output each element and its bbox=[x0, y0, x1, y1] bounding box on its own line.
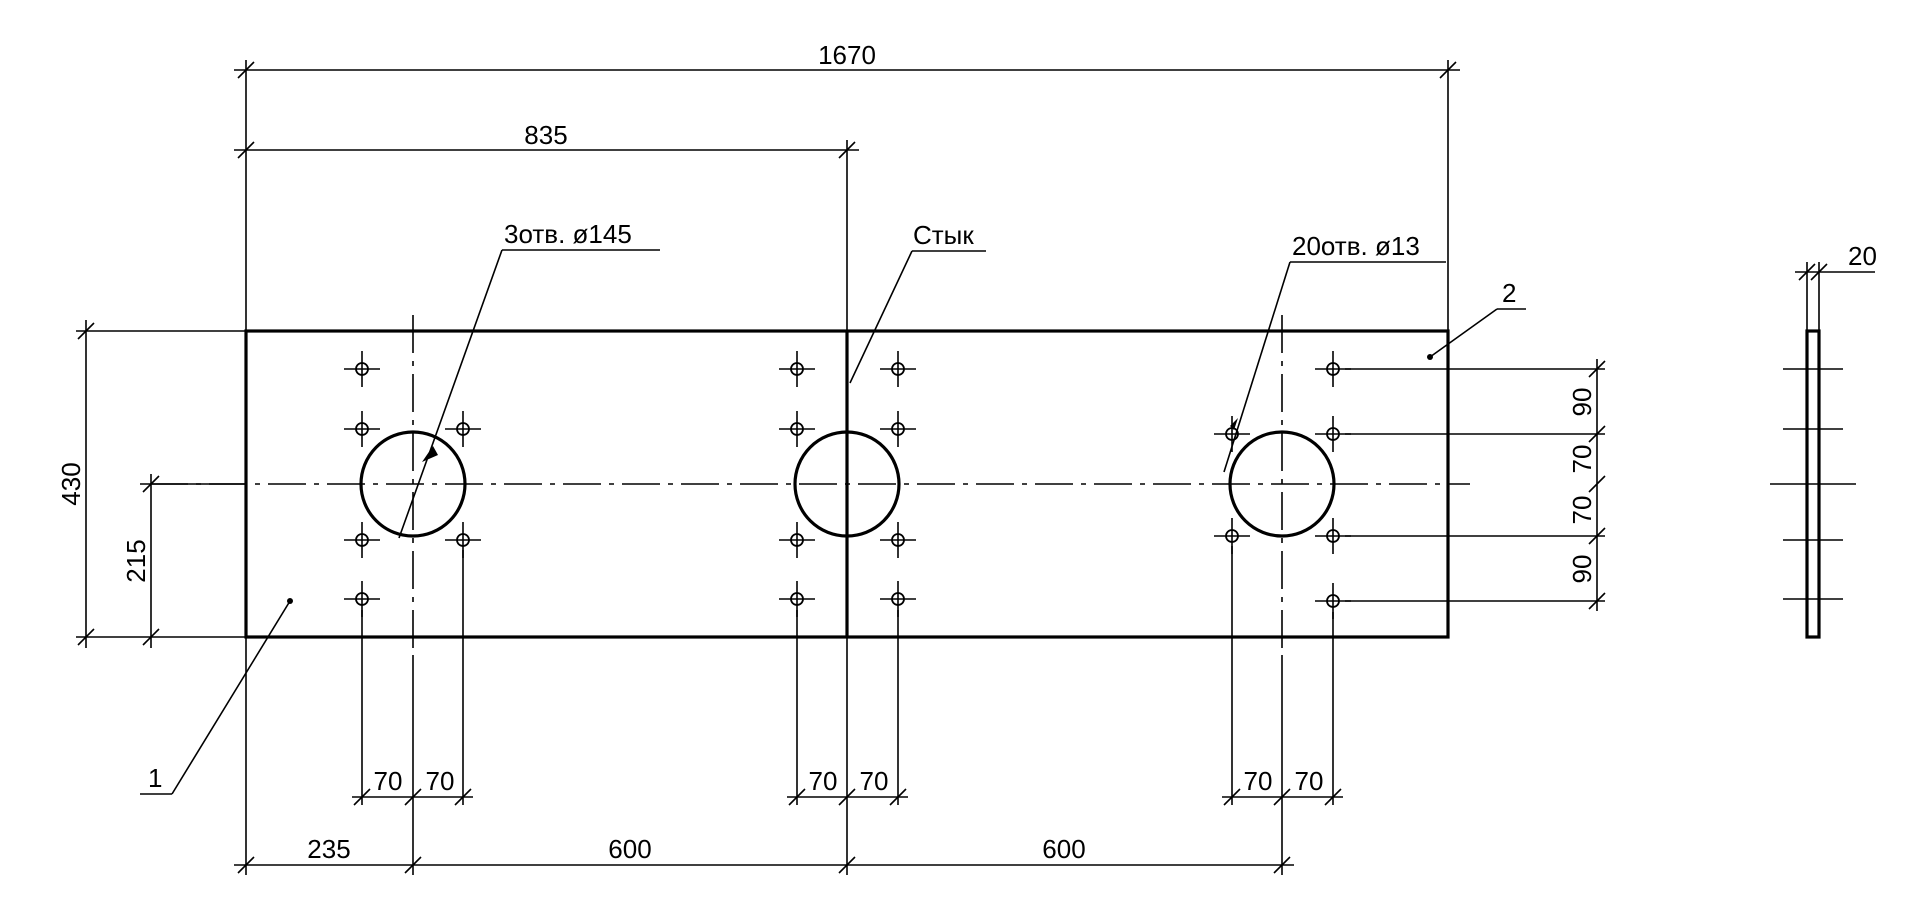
dim-half-height: 215 bbox=[121, 539, 151, 582]
dim-center-spacing-left: 600 bbox=[608, 834, 651, 864]
dim-vert-outer: 90 bbox=[1567, 388, 1597, 417]
dim-overall-length: 1670 bbox=[818, 40, 876, 70]
dim-height: 430 bbox=[56, 462, 86, 505]
arrowhead bbox=[422, 446, 438, 462]
dim-half-length: 835 bbox=[524, 120, 567, 150]
large-hole-2 bbox=[793, 430, 901, 538]
dim-bolt-offset: 70 bbox=[374, 766, 403, 796]
dim-bolt-offset: 70 bbox=[426, 766, 455, 796]
large-hole-3 bbox=[1228, 430, 1336, 538]
large-holes bbox=[359, 430, 1336, 538]
dim-bolt-offset: 70 bbox=[809, 766, 838, 796]
dim-vert-inner: 70 bbox=[1567, 445, 1597, 474]
center-lines bbox=[150, 315, 1470, 655]
dim-edge-to-center: 235 bbox=[307, 834, 350, 864]
callout-part-1: 1 bbox=[148, 763, 162, 793]
large-hole-1 bbox=[359, 430, 467, 538]
dim-thickness: 20 bbox=[1848, 241, 1877, 271]
dim-bolt-offset: 70 bbox=[1244, 766, 1273, 796]
dim-center-spacing-right: 600 bbox=[1042, 834, 1085, 864]
callout-big-holes: 3отв. ø145 bbox=[504, 219, 632, 249]
callout-joint: Стык bbox=[913, 220, 974, 250]
dim-bolt-offset: 70 bbox=[860, 766, 889, 796]
dimension-lines bbox=[77, 61, 1606, 874]
extension-lines bbox=[76, 60, 1605, 875]
callouts: 3отв. ø145 Стык 20отв. ø13 1 2 bbox=[140, 219, 1526, 795]
arrowhead bbox=[1230, 418, 1238, 430]
dim-bolt-offset: 70 bbox=[1295, 766, 1324, 796]
callout-small-holes: 20отв. ø13 bbox=[1292, 231, 1420, 261]
dim-vert-inner: 70 bbox=[1567, 496, 1597, 525]
side-view: 20 bbox=[1770, 241, 1877, 639]
bolt-holes-group-1 bbox=[344, 351, 481, 617]
callout-part-2: 2 bbox=[1502, 278, 1516, 308]
dim-vert-outer: 90 bbox=[1567, 555, 1597, 584]
dimension-labels: 1670 835 430 215 235 600 600 70 70 70 70… bbox=[56, 40, 1597, 864]
